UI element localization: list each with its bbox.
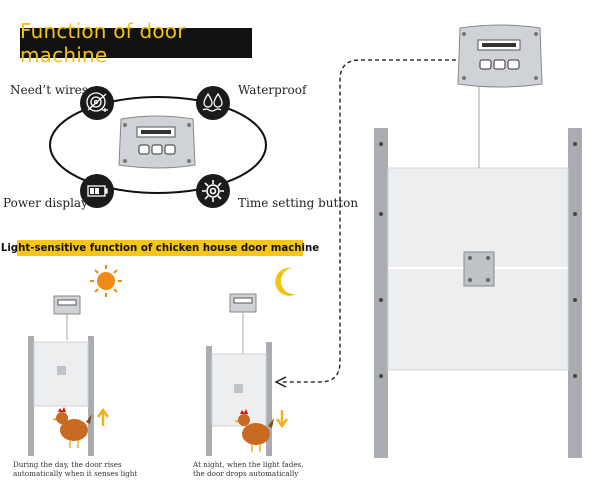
day-scene	[28, 265, 122, 456]
controller-device	[118, 115, 196, 169]
battery-icon	[80, 174, 114, 208]
feature-waterproof-label: Waterproof	[238, 83, 307, 97]
day-caption-line1: During the day, the door rises	[13, 460, 122, 469]
night-caption-line2: the door drops automatically	[193, 469, 299, 478]
waterproof-icon	[196, 86, 230, 120]
top-controller	[457, 24, 543, 88]
wire-free-icon	[80, 86, 114, 120]
feature-time-label: Time setting button	[238, 196, 359, 210]
night-scene	[206, 267, 296, 456]
feature-wires-label: Need’t wires	[10, 83, 88, 97]
chicken-night	[234, 409, 274, 452]
night-caption-line1: At night, when the light fades,	[193, 460, 304, 469]
feature-power-label: Power display	[3, 196, 88, 210]
section-title: Light-sensitive function of chicken hous…	[1, 240, 319, 256]
chicken-day	[52, 407, 92, 448]
night-caption: At night, when the light fades, the door…	[193, 460, 353, 478]
day-caption: During the day, the door rises automatic…	[13, 460, 183, 478]
day-caption-line2: automatically when it senses light	[13, 469, 138, 478]
large-door-assembly	[374, 86, 582, 458]
gear-icon	[196, 174, 230, 208]
